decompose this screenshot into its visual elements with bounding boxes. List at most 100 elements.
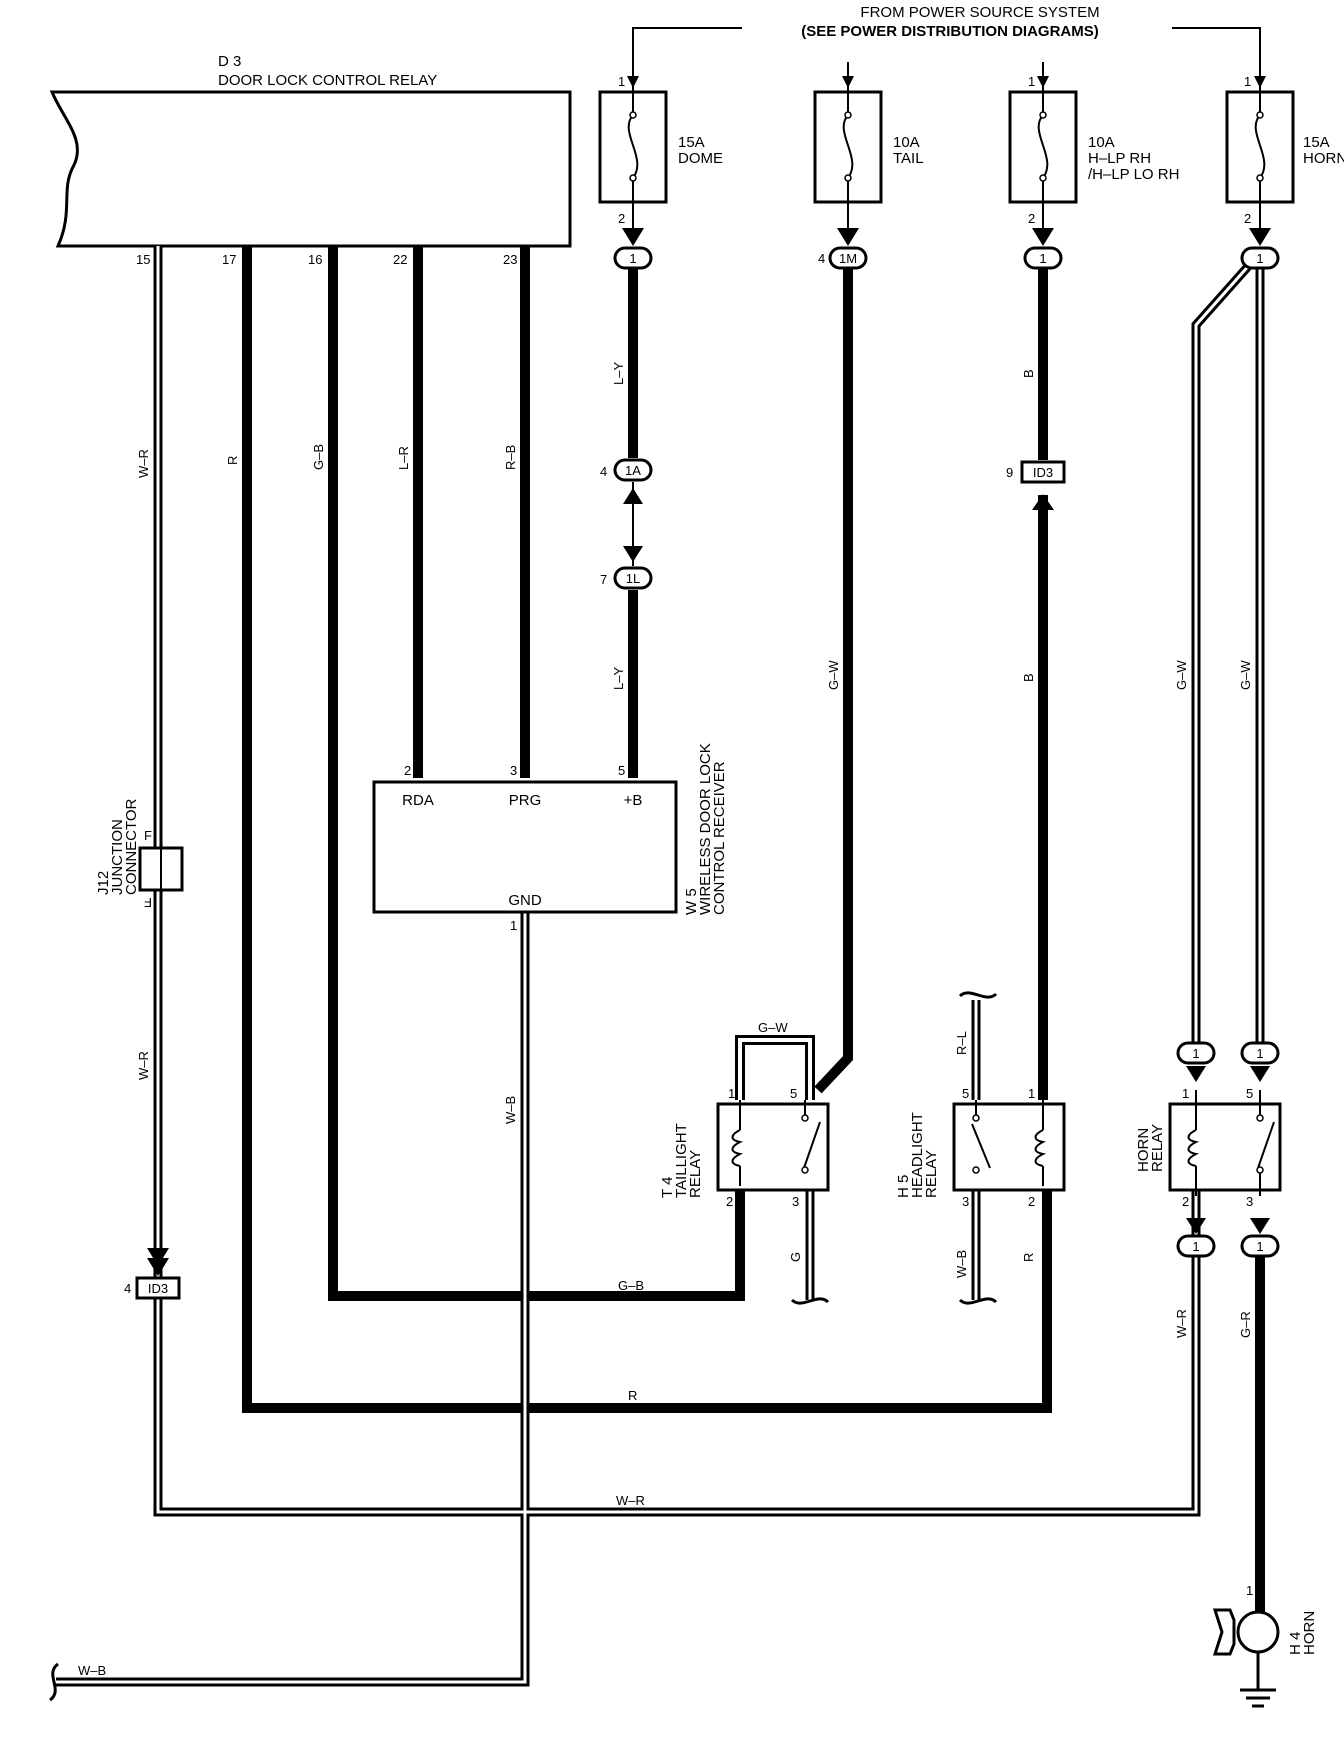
h5-code: H 5 [895, 1175, 912, 1198]
t4-pin-5: 5 [790, 1086, 797, 1101]
conn-1a-id: 1A [625, 463, 641, 478]
wire-label-wr-3: W–R [616, 1493, 645, 1508]
fuse-dome [598, 62, 668, 238]
id3-left-pin: 4 [124, 1281, 131, 1296]
wire-label-wb-bottom: W–B [78, 1663, 106, 1678]
t4-pin-1: 1 [728, 1086, 735, 1101]
w5-b: +B [624, 792, 643, 809]
header-line1: FROM POWER SOURCE SYSTEM [860, 4, 1099, 21]
conn-tail-id: 1M [839, 251, 857, 266]
wire-break-wb [958, 1297, 998, 1305]
horn-relay-pin-3: 3 [1246, 1194, 1253, 1209]
conn-horn-id: 1 [1256, 251, 1263, 266]
fuse-dome-name: DOME [678, 150, 723, 167]
d3-pin-23: 23 [503, 252, 517, 267]
wire-break-wb-left [48, 1662, 60, 1702]
d3-pin-17: 17 [222, 252, 236, 267]
wire-label-gw-tail: G–W [826, 660, 841, 690]
h5-name2: RELAY [923, 1150, 940, 1198]
h4-name: HORN [1301, 1611, 1318, 1655]
wire-label-wb-hl: W–B [954, 1250, 969, 1278]
fuse-dome-pin-out: 2 [618, 211, 625, 226]
fuse-tail [813, 62, 883, 238]
fuse-dome-pin-in: 1 [618, 74, 625, 89]
d3-pin-22: 22 [393, 252, 407, 267]
w5-pin-prg: 3 [510, 763, 517, 778]
d3-name: DOOR LOCK CONTROL RELAY [218, 72, 437, 89]
j12-pin-top: F [144, 828, 152, 843]
horn-relay-pin-5: 5 [1246, 1086, 1253, 1101]
fuse-tail-amp: 10A [893, 134, 920, 151]
wire-label-rb: R–B [503, 445, 518, 470]
t4-name1: TAILLIGHT [673, 1123, 690, 1198]
horn-relay-pin-1: 1 [1182, 1086, 1189, 1101]
j12-code: J12 [95, 871, 112, 895]
conn-horn-relay-1: 1 [1192, 1046, 1199, 1061]
fuse-dome-amp: 15A [678, 134, 705, 151]
w5-name1: WIRELESS DOOR LOCK [697, 743, 714, 915]
wire-label-r-1: R [225, 456, 240, 465]
wire-label-g: G [788, 1252, 803, 1262]
j12-name1: JUNCTION [109, 819, 126, 895]
t4-code: T 4 [659, 1177, 676, 1198]
h5-pin-2: 2 [1028, 1194, 1035, 1209]
wire-label-gb-2: G–B [618, 1278, 644, 1293]
w5-rda: RDA [402, 792, 434, 809]
t4-pin-2: 2 [726, 1194, 733, 1209]
fuse-headlight [1008, 62, 1078, 238]
w5-receiver-box [372, 780, 678, 914]
wire-label-lr: L–R [396, 446, 411, 470]
h4-code: H 4 [1287, 1632, 1304, 1655]
wire-label-wr-horn: W–R [1174, 1309, 1189, 1338]
conn-1l-id: 1L [626, 571, 640, 586]
horn-relay [1168, 1090, 1282, 1196]
d3-relay-box [49, 90, 572, 248]
d3-pin-16: 16 [308, 252, 322, 267]
conn-dome-id: 1 [629, 251, 636, 266]
h4-pin: 1 [1246, 1583, 1253, 1598]
id3-left-id: ID3 [148, 1281, 168, 1296]
wire-label-gb-1: G–B [311, 444, 326, 470]
t4-name2: RELAY [687, 1150, 704, 1198]
header-line2: (SEE POWER DISTRIBUTION DIAGRAMS) [801, 23, 1099, 40]
w5-code: W 5 [683, 888, 700, 915]
conn-hlp-id: 1 [1039, 251, 1046, 266]
w5-pin-rda: 2 [404, 763, 411, 778]
wire-label-r-hl: R [1021, 1253, 1036, 1262]
wire-break-rl [958, 991, 998, 999]
conn-horn-relay-3: 1 [1192, 1239, 1199, 1254]
fuse-horn-name: HORN [1303, 150, 1344, 167]
conn-tail-pin: 4 [818, 251, 825, 266]
wire-label-wr-1: W–R [136, 449, 151, 478]
id3-left-box [135, 1276, 181, 1300]
horn-relay-name1: HORN [1135, 1128, 1152, 1172]
wire-label-ly-2: L–Y [611, 667, 626, 690]
w5-gnd: GND [508, 892, 542, 909]
w5-pin-b: 5 [618, 763, 625, 778]
wire-label-wb-gnd: W–B [503, 1096, 518, 1124]
fuse-horn-amp: 15A [1303, 134, 1330, 151]
power-feed-left [632, 27, 742, 92]
double-wires [56, 246, 1265, 1687]
oval-connectors [613, 246, 1280, 1258]
conn-1a-pin: 4 [600, 464, 607, 479]
gw-loop-core [738, 1038, 812, 1100]
id3-right-pin: 9 [1006, 465, 1013, 480]
h5-pin-3: 3 [962, 1194, 969, 1209]
fuse-hlp-amp: 10A [1088, 134, 1115, 151]
wire-label-r-2: R [628, 1388, 637, 1403]
wire-labels: W–R R G–B L–R R–B L–Y L–Y G–W B B G–W G–… [78, 362, 1253, 1678]
d3-pin-15: 15 [136, 252, 150, 267]
fuse-horn [1225, 62, 1295, 238]
wire-label-b-1: B [1021, 369, 1036, 378]
wire-label-b-2: B [1021, 673, 1036, 682]
wire-label-gr: G–R [1238, 1311, 1253, 1338]
fuse-horn-pin-in: 1 [1244, 74, 1251, 89]
fuse-hlp-name1: H–LP RH [1088, 150, 1151, 167]
wire-label-gw-horn2: G–W [1238, 660, 1253, 690]
fuse-hlp-pin-in: 1 [1028, 74, 1035, 89]
t4-pin-3: 3 [792, 1194, 799, 1209]
id3-right-box [1020, 460, 1066, 484]
headlight-relay [952, 1100, 1066, 1192]
